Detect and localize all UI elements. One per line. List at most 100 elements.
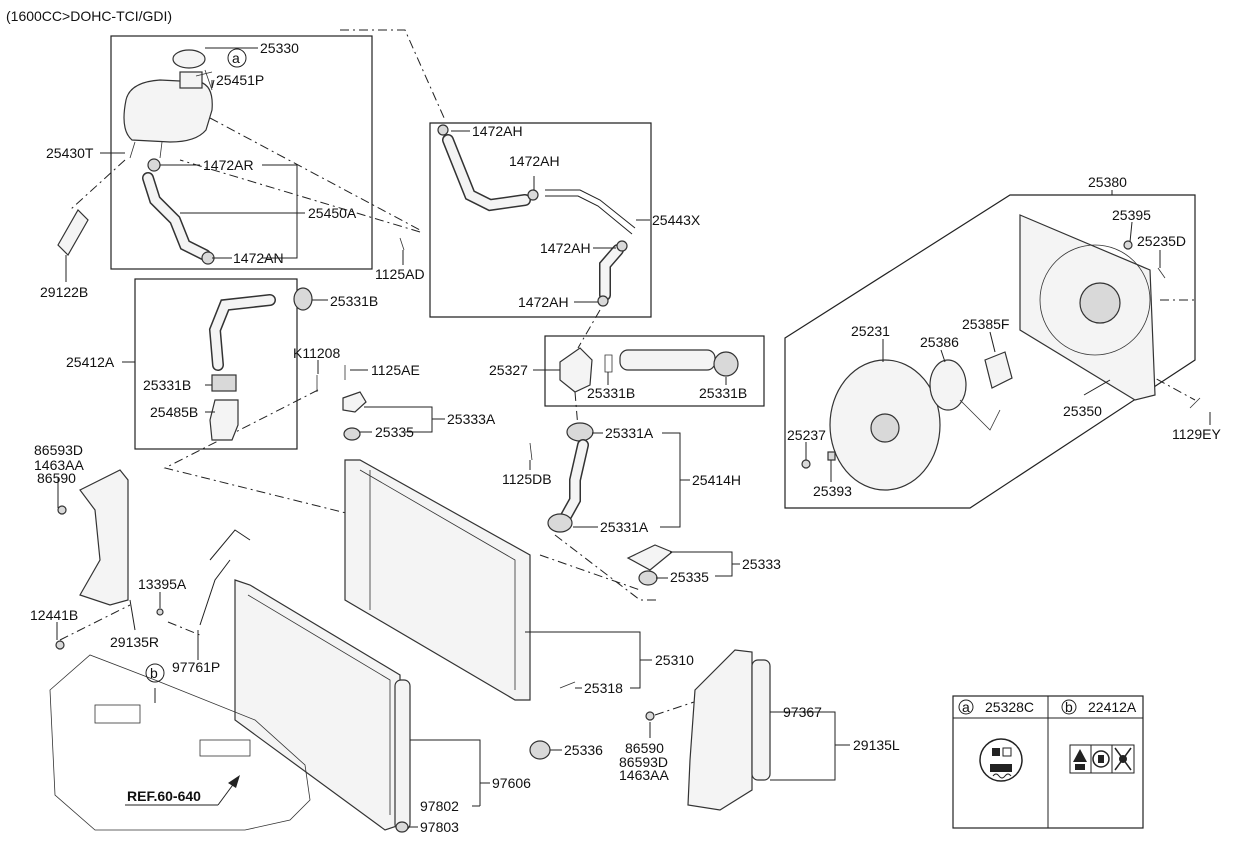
part-label: 13395A — [138, 576, 187, 592]
marker-b-letter: b — [150, 665, 158, 681]
clip-part — [801, 459, 811, 469]
part-label: 25331A — [605, 425, 654, 441]
guide-line — [340, 29, 446, 121]
legend-b-circle — [1061, 699, 1077, 715]
guide-line — [209, 117, 421, 231]
part-label: 25385F — [962, 316, 1009, 332]
part-label: 25443X — [652, 212, 701, 228]
warning-label-icon — [1069, 744, 1135, 774]
part-label: 25335 — [670, 569, 709, 585]
part-label: 1125DB — [502, 471, 552, 487]
reservoir-cap-part — [172, 49, 206, 69]
part-label: 1472AH — [509, 153, 560, 169]
part-label: 1472AH — [540, 240, 591, 256]
insulator-part — [529, 740, 551, 760]
pipe-part — [545, 189, 636, 235]
guide-line — [1139, 369, 1196, 401]
part-label: K11208 — [293, 345, 340, 361]
part-label: 1125AE — [371, 362, 420, 378]
marker-b-circle — [145, 663, 165, 683]
part-label: 25231 — [851, 323, 890, 339]
air-guard-part — [79, 469, 129, 606]
reservoir-hose-pipe-part — [195, 69, 213, 91]
part-label: 25333 — [742, 556, 781, 572]
oil-cooler-hose-group-box — [429, 122, 652, 318]
bolt-part — [316, 365, 346, 392]
part-label: 25335 — [375, 424, 414, 440]
part-label: 25331B — [330, 293, 378, 309]
part-label: 29122B — [40, 284, 88, 300]
water-pipe-part — [209, 399, 239, 441]
clip-part — [827, 451, 836, 461]
legend-b-part: 22412A — [1088, 699, 1137, 715]
insulator-part — [638, 570, 658, 586]
guide-line — [59, 604, 131, 641]
diagram-title: (1600CC>DOHC-TCI/GDI) — [6, 8, 172, 24]
ref-arrow-icon — [228, 775, 240, 788]
reservoir-group-box — [110, 35, 373, 270]
cap-part — [395, 821, 409, 833]
part-label: 25386 — [920, 334, 959, 350]
part-label: 25330 — [260, 40, 299, 56]
hot-cap-warning-icon — [979, 738, 1023, 782]
part-label: 29135L — [853, 737, 900, 753]
bolt-part — [645, 711, 655, 721]
thermostat-hose-part — [619, 349, 716, 371]
fan-hub-part — [1079, 282, 1121, 324]
part-label: 25414H — [692, 472, 741, 488]
part-label: 86593D — [34, 442, 83, 458]
reference-label: REF.60-640 — [127, 788, 201, 804]
marker-a-circle — [227, 48, 247, 68]
guide-line — [554, 534, 660, 601]
ac-pipe-part — [199, 529, 251, 626]
guide-line — [539, 554, 641, 591]
hose-clamp-part — [566, 422, 594, 442]
part-label: 1472AR — [203, 157, 254, 173]
part-label: 25430T — [46, 145, 94, 161]
mounting-bracket-part — [342, 391, 367, 413]
part-label: 1472AH — [518, 294, 569, 310]
part-label: 1463AA — [619, 767, 669, 783]
bolt-part — [1157, 267, 1166, 279]
front-panel-part — [49, 654, 311, 831]
part-label: 25235D — [1137, 233, 1186, 249]
part-label: 25350 — [1063, 403, 1102, 419]
guide-line — [167, 621, 201, 636]
part-label: 29135R — [110, 634, 159, 650]
part-label: 25412A — [66, 354, 115, 370]
part-label: 25333A — [447, 411, 496, 427]
part-label: 12441B — [30, 607, 78, 623]
legend-box: a 25328C b 22412A — [952, 695, 1144, 829]
fan-resistor-part — [984, 351, 1013, 389]
guide-line — [577, 309, 601, 349]
lower-hose-group-box — [134, 278, 298, 450]
bolt-part — [57, 505, 67, 515]
reservoir-tank-part — [123, 79, 213, 143]
reservoir-bracket-part — [129, 141, 163, 159]
insulator-part — [343, 427, 361, 441]
marker-a-letter: a — [232, 50, 240, 66]
air-guard-part — [687, 649, 753, 811]
part-label: 25336 — [564, 742, 603, 758]
bolt-part — [156, 608, 164, 616]
part-label: 97367 — [783, 704, 822, 720]
fan-shroud-group-box — [784, 194, 1196, 509]
legend-a-letter: a — [962, 699, 970, 715]
part-label: 25485B — [150, 404, 198, 420]
part-label: 86590 — [625, 740, 664, 756]
hose-clamp-part — [147, 158, 161, 172]
guide-line — [69, 159, 126, 211]
guide-line — [574, 391, 579, 429]
legend-a-part: 25328C — [985, 699, 1034, 715]
part-label: 86593D — [619, 754, 668, 770]
part-label: 97802 — [420, 798, 459, 814]
drain-plug-part — [559, 681, 576, 689]
wiring-part — [959, 399, 1001, 431]
part-label: 25331A — [600, 519, 649, 535]
part-label: 97761P — [172, 659, 220, 675]
hose-clamp-part — [604, 354, 613, 373]
bracket-part — [57, 209, 89, 256]
fan-hub-part — [870, 413, 900, 443]
receiver-drier-part — [394, 679, 411, 831]
part-label: 1472AH — [472, 123, 523, 139]
